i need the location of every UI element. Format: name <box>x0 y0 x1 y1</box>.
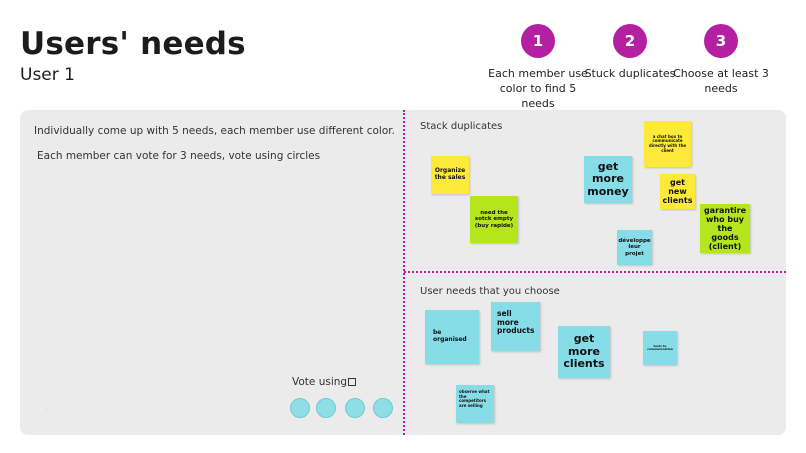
step-label: Choose at least 3 needs <box>673 67 769 95</box>
sticky-note[interactable]: get more clients <box>558 326 610 378</box>
step-1: 1 Each member use color to find 5 needs <box>488 24 588 111</box>
page-subtitle: User 1 <box>20 65 75 85</box>
step-label: Each member use color to find 5 needs <box>488 67 588 110</box>
sticky-note[interactable]: développe leur projet <box>617 230 652 265</box>
tiny-mark: ᐧ <box>46 407 48 413</box>
horizontal-divider <box>404 271 786 273</box>
vote-circle[interactable] <box>345 398 365 418</box>
sticky-note[interactable]: tools to communication <box>643 331 677 365</box>
vote-circle[interactable] <box>316 398 336 418</box>
sticky-note[interactable]: be organised <box>425 310 479 364</box>
step-number-badge: 2 <box>613 24 647 58</box>
vote-label-text: Vote using <box>292 376 348 388</box>
square-icon <box>348 378 357 386</box>
step-label: Stuck duplicates <box>584 67 676 80</box>
sticky-note[interactable]: Organize the sales <box>431 156 469 194</box>
sticky-note[interactable]: observe what the competitors are selling <box>456 385 494 423</box>
zone-title-choose: User needs that you choose <box>420 286 560 297</box>
step-3: 3 Choose at least 3 needs <box>671 24 771 96</box>
vote-circle[interactable] <box>290 398 310 418</box>
vote-label: Vote using <box>292 376 357 388</box>
zone-title-stack: Stack duplicates <box>420 121 503 132</box>
step-2: 2 Stuck duplicates <box>580 24 680 81</box>
sticky-note[interactable]: get new clients <box>660 174 695 209</box>
sticky-note[interactable]: get more money <box>584 156 632 203</box>
step-number-badge: 3 <box>704 24 738 58</box>
instruction-text: Individually come up with 5 needs, each … <box>34 125 395 137</box>
sticky-note[interactable]: need the sotck empty (buy rapide) <box>470 196 518 243</box>
step-number-badge: 1 <box>521 24 555 58</box>
sticky-note[interactable]: sell more products <box>491 302 540 351</box>
sticky-note[interactable]: a chat box to communicate directly with … <box>644 121 691 167</box>
sticky-note[interactable]: garantire who buy the goods (client) <box>700 204 750 253</box>
vote-circle[interactable] <box>373 398 393 418</box>
page-title: Users' needs <box>20 26 246 62</box>
instruction-text: Each member can vote for 3 needs, vote u… <box>37 150 321 162</box>
